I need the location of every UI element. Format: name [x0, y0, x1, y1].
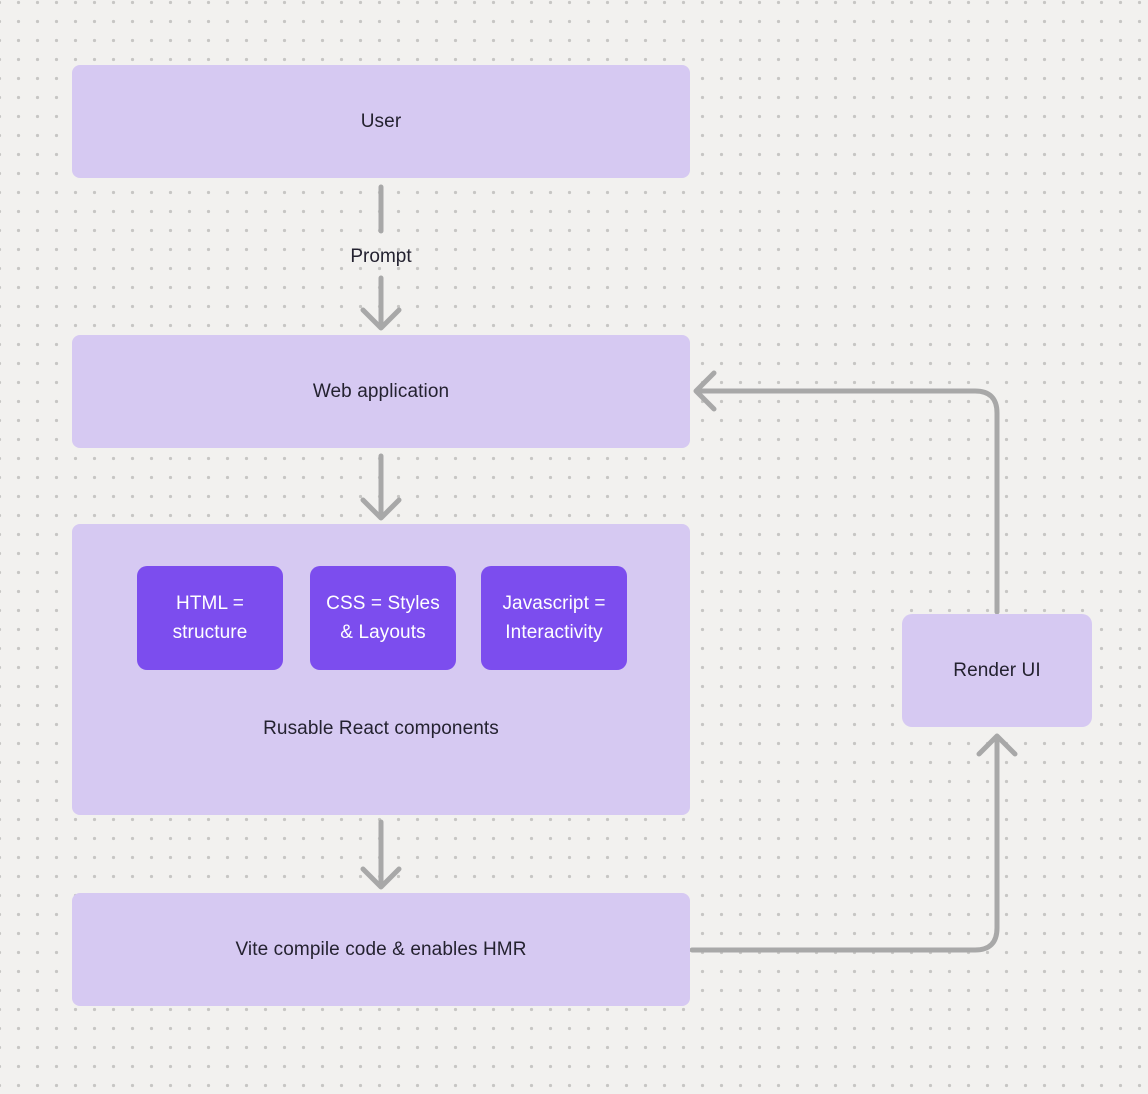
node-user-label: User	[360, 110, 402, 132]
edge-label-prompt: Prompt	[350, 246, 412, 267]
arrowhead-up-render-icon	[976, 733, 1018, 757]
node-render-ui: Render UI	[902, 614, 1092, 727]
arrowhead-down-group-icon	[360, 497, 402, 521]
arrowhead-left-webapp-icon	[693, 370, 717, 412]
edge-vite-to-render-line	[689, 739, 1000, 953]
node-javascript-label: Javascript = Interactivity	[502, 593, 606, 643]
node-vite-label: Vite compile code & enables HMR	[235, 938, 527, 960]
node-components-group: HTML = structure CSS = Styles & Layouts …	[72, 524, 690, 815]
node-vite: Vite compile code & enables HMR	[72, 893, 690, 1006]
node-css: CSS = Styles & Layouts	[310, 566, 456, 670]
arrowhead-down-webapp-icon	[360, 307, 402, 331]
node-html-label: HTML = structure	[172, 593, 248, 643]
edge-render-to-webapp-line	[698, 388, 1000, 615]
node-render-ui-label: Render UI	[953, 659, 1041, 681]
node-user: User	[72, 65, 690, 178]
node-css-label: CSS = Styles & Layouts	[326, 593, 440, 643]
arrowhead-down-vite-icon	[360, 866, 402, 890]
node-javascript: Javascript = Interactivity	[481, 566, 627, 670]
components-group-caption: Rusable React components	[263, 718, 499, 739]
node-web-application: Web application	[72, 335, 690, 448]
node-web-application-label: Web application	[312, 380, 450, 402]
node-html: HTML = structure	[137, 566, 283, 670]
